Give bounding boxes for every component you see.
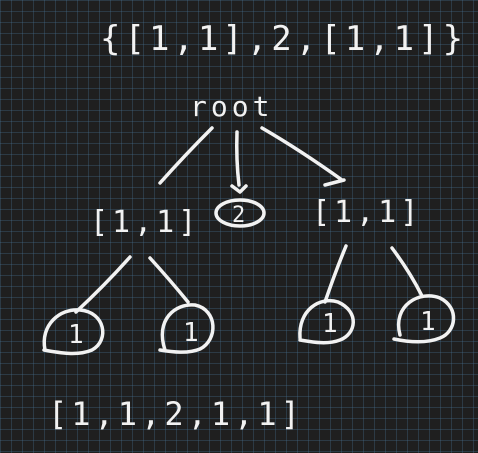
leaf-value-3: 1	[322, 309, 342, 339]
node-middle-circle	[214, 198, 266, 228]
edge-right-leaf4	[390, 246, 424, 298]
edge-root-right	[260, 126, 344, 182]
root-label: root	[190, 90, 273, 123]
edge-right-leaf3	[323, 244, 348, 304]
leaf-circle-1	[42, 308, 105, 356]
leaf-circle-3	[298, 298, 355, 345]
leaf-value-4: 1	[420, 307, 440, 337]
edge-root-middle	[235, 130, 241, 187]
edge-left-leaf1	[74, 255, 132, 314]
leaf-circle-4	[392, 294, 456, 344]
edge-root-middle-tick	[230, 184, 248, 194]
leaf-value-2: 1	[183, 318, 203, 348]
input-expression: {[1,1],2,[1,1]}	[100, 19, 467, 59]
output-sequence: [1,1,2,1,1]	[48, 395, 304, 433]
leaf-circle-2	[158, 303, 215, 354]
node-right-list: [1,1]	[312, 195, 422, 230]
edge-root-left	[158, 126, 214, 185]
node-middle-value: 2	[232, 203, 249, 228]
leaf-value-1: 1	[68, 320, 88, 350]
edge-left-leaf2	[148, 256, 190, 304]
node-left-list: [1,1]	[90, 205, 200, 240]
edge-root-right-tick	[323, 178, 346, 187]
